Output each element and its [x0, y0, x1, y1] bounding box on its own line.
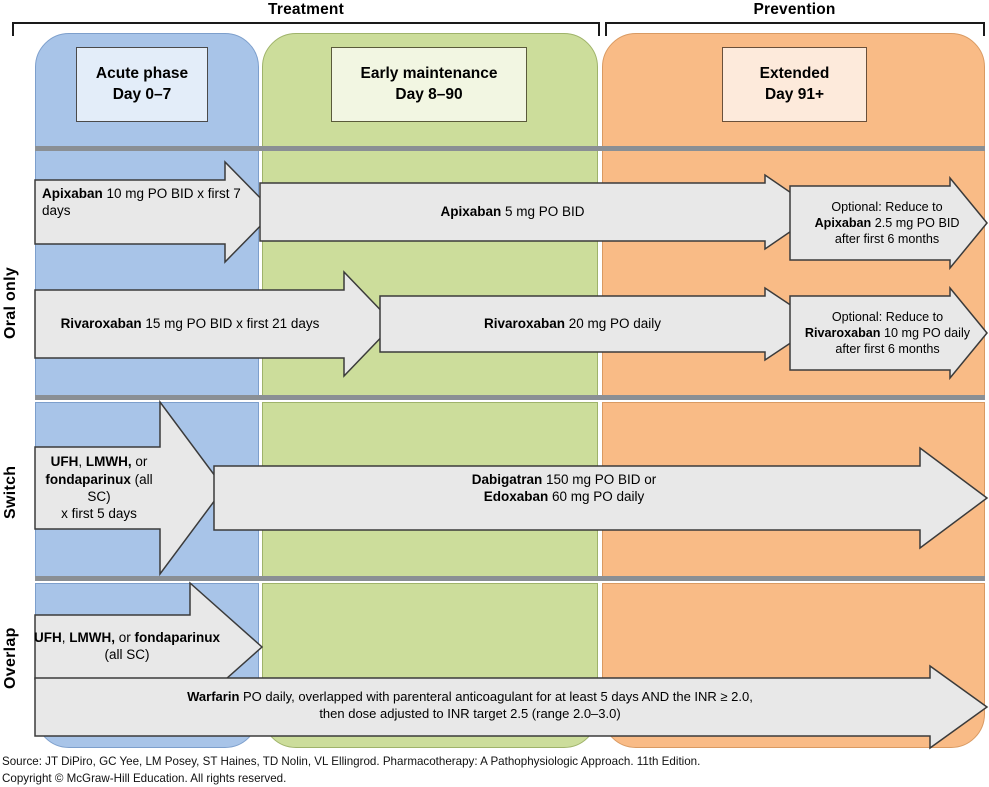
- arrow-apixaban-extended: [789, 175, 988, 271]
- arrow-apixaban-acute: [34, 160, 276, 264]
- arrow-parenteral-switch: [34, 399, 225, 577]
- treatment-title: Treatment: [268, 1, 344, 18]
- phase-acute-line2: Day 0–7: [112, 85, 172, 103]
- phase-acute-line1: Acute phase: [95, 65, 189, 83]
- prevention-bracket: [605, 22, 985, 36]
- phase-box-early: Early maintenance Day 8–90: [331, 47, 527, 122]
- phase-box-extended: Extended Day 91+: [722, 47, 867, 122]
- divider-switch-overlap: [35, 576, 985, 581]
- arrow-rivaroxaban-acute: [34, 270, 396, 378]
- arrow-doac-switch: [213, 446, 989, 550]
- phase-extended-line1: Extended: [759, 65, 830, 83]
- prevention-title: Prevention: [753, 1, 836, 18]
- phase-early-line1: Early maintenance: [360, 65, 498, 83]
- source-line-1: Source: JT DiPiro, GC Yee, LM Posey, ST …: [2, 755, 701, 768]
- treatment-bracket: [12, 22, 600, 36]
- phase-box-acute: Acute phase Day 0–7: [76, 47, 208, 122]
- divider-oral-switch: [35, 395, 985, 400]
- arrow-rivaroxaban-maintenance: [379, 286, 821, 362]
- phase-extended-line2: Day 91+: [764, 85, 825, 103]
- arrow-warfarin-overlap: [34, 664, 989, 750]
- arrow-rivaroxaban-extended: [789, 285, 988, 381]
- section-label-oral-only: Oral only: [2, 266, 19, 340]
- source-line-2: Copyright © McGraw-Hill Education. All r…: [2, 772, 287, 785]
- phase-early-line2: Day 8–90: [395, 85, 463, 103]
- section-label-overlap: Overlap: [2, 627, 19, 689]
- arrow-apixaban-maintenance: [259, 173, 821, 251]
- section-label-switch: Switch: [2, 465, 19, 519]
- divider-top: [35, 146, 985, 151]
